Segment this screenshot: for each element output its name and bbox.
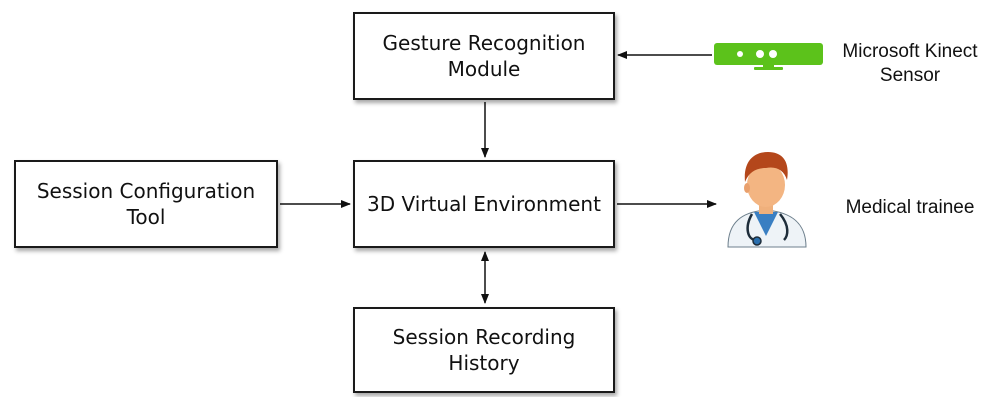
virtual-environment-box: 3D Virtual Environment bbox=[353, 160, 615, 248]
gesture-recognition-module-box: Gesture Recognition Module bbox=[353, 12, 615, 100]
gesture-recognition-label-line2: Module bbox=[447, 57, 521, 81]
gesture-recognition-label-line1: Gesture Recognition bbox=[382, 31, 586, 55]
kinect-label-line1: Microsoft Kinect bbox=[842, 41, 978, 62]
medical-trainee-label: Medical trainee bbox=[845, 197, 975, 218]
session-configuration-label-line2: Tool bbox=[126, 205, 166, 229]
kinect-sensor-label: Microsoft Kinect Sensor bbox=[830, 40, 990, 88]
virtual-environment-label: 3D Virtual Environment bbox=[367, 192, 601, 216]
session-configuration-label-line1: Session Configuration bbox=[36, 179, 256, 203]
session-recording-history-box: Session Recording History bbox=[353, 307, 615, 393]
kinect-sensor-icon bbox=[714, 43, 823, 70]
medical-trainee-icon bbox=[727, 152, 807, 248]
session-recording-label-line2: History bbox=[448, 351, 520, 375]
kinect-label-line2: Sensor bbox=[879, 65, 941, 86]
session-configuration-tool-box: Session Configuration Tool bbox=[14, 160, 278, 248]
session-recording-label-line1: Session Recording bbox=[392, 325, 576, 349]
